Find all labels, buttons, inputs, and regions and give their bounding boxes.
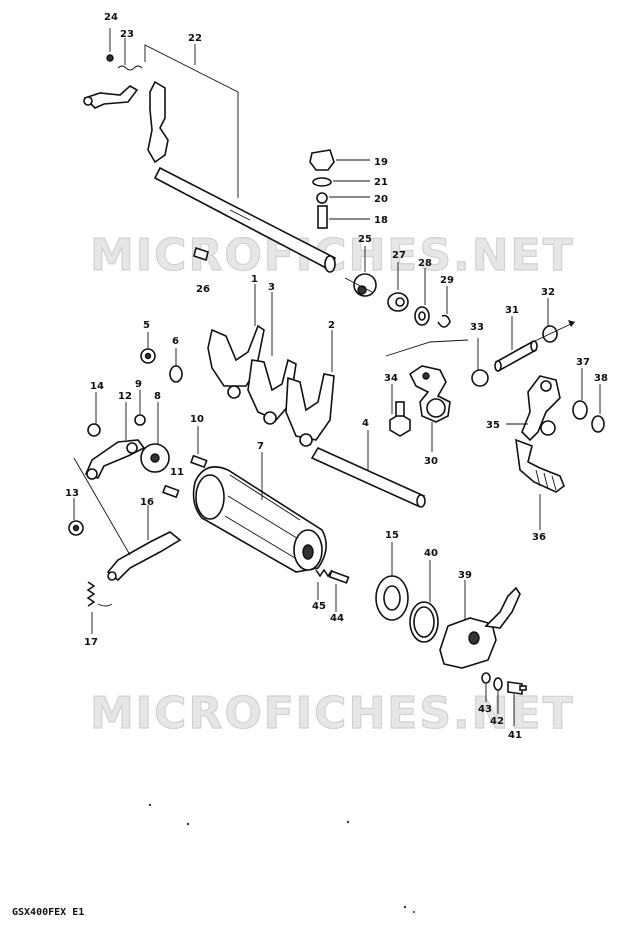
callout-27: 27 <box>392 250 406 261</box>
pin-26 <box>193 246 209 262</box>
callout-20: 20 <box>374 194 388 205</box>
bolt-13 <box>68 520 84 536</box>
callout-11: 11 <box>170 467 184 478</box>
callout-15: 15 <box>385 530 399 541</box>
shift-pawl-arm <box>106 531 182 582</box>
screw-washers-41-43 <box>481 672 527 695</box>
callout-41: 41 <box>508 730 522 741</box>
shift-lever-35 <box>521 375 561 442</box>
callout-2: 2 <box>328 320 335 331</box>
callout-26: 26 <box>196 284 210 295</box>
callout-22: 22 <box>188 33 202 44</box>
callout-36: 36 <box>532 532 546 543</box>
pin-11 <box>162 484 180 499</box>
cam-stopper-arm <box>84 439 146 480</box>
callout-37: 37 <box>576 357 590 368</box>
callout-40: 40 <box>424 548 438 559</box>
pin-10 <box>190 454 208 469</box>
washer-6 <box>169 365 183 383</box>
callout-21: 21 <box>374 177 388 188</box>
callout-31: 31 <box>505 305 519 316</box>
bearing-27 <box>387 292 409 312</box>
callout-5: 5 <box>143 320 150 331</box>
washer-28 <box>414 306 430 326</box>
callout-9: 9 <box>135 379 142 390</box>
o-ring-40 <box>409 601 439 643</box>
callout-8: 8 <box>154 391 161 402</box>
bolt-14 <box>87 423 101 437</box>
callout-1: 1 <box>251 274 258 285</box>
callout-16: 16 <box>140 497 154 508</box>
shaft-cover-39 <box>439 586 521 669</box>
callout-43: 43 <box>478 704 492 715</box>
callout-6: 6 <box>172 336 179 347</box>
bolt-34 <box>389 401 411 437</box>
watermark-bottom: MICROFICHES.NET <box>90 688 575 739</box>
gearshift-shaft <box>147 80 337 273</box>
gearshift-pedal-36 <box>515 438 565 493</box>
callout-30: 30 <box>424 456 438 467</box>
shift-fork-3 <box>247 358 297 425</box>
callout-33: 33 <box>470 322 484 333</box>
callout-25: 25 <box>358 234 372 245</box>
link-lever-30 <box>408 365 451 423</box>
callout-7: 7 <box>257 441 264 452</box>
callout-14: 14 <box>90 381 104 392</box>
callout-4: 4 <box>362 418 369 429</box>
spring-17 <box>86 581 113 607</box>
callout-12: 12 <box>118 391 132 402</box>
callout-13: 13 <box>65 488 79 499</box>
washer-37 <box>572 400 588 420</box>
stopper-bolt-stack <box>309 149 335 229</box>
callout-38: 38 <box>594 373 608 384</box>
cam-guide <box>344 273 377 297</box>
callout-19: 19 <box>374 157 388 168</box>
cam-stopper-plate <box>140 443 170 473</box>
callout-42: 42 <box>490 716 504 727</box>
callout-10: 10 <box>190 414 204 425</box>
shift-fork-2 <box>285 373 335 447</box>
callout-35: 35 <box>486 420 500 431</box>
fork-shaft <box>310 446 426 508</box>
bearing-15 <box>375 575 409 621</box>
bushing-33 <box>471 369 489 387</box>
clip-38 <box>591 415 605 433</box>
callout-23: 23 <box>120 29 134 40</box>
callout-28: 28 <box>418 258 432 269</box>
callout-34: 34 <box>384 373 398 384</box>
callout-3: 3 <box>268 282 275 293</box>
callout-39: 39 <box>458 570 472 581</box>
gearshift-cam-drum <box>192 466 327 573</box>
bolt-9 <box>134 414 146 426</box>
clip-29 <box>437 314 451 328</box>
callout-29: 29 <box>440 275 454 286</box>
callout-24: 24 <box>104 12 118 23</box>
spring-pin-45-44 <box>315 568 350 584</box>
shaft-lever <box>83 54 143 109</box>
callout-32: 32 <box>541 287 555 298</box>
callout-44: 44 <box>330 613 344 624</box>
rod-31 <box>494 340 538 372</box>
callout-45: 45 <box>312 601 326 612</box>
watermark-top: MICROFICHES.NET <box>90 230 575 281</box>
callout-17: 17 <box>84 637 98 648</box>
model-code: GSX400FEX E1 <box>12 907 84 918</box>
callout-18: 18 <box>374 215 388 226</box>
bolt-5 <box>140 348 156 364</box>
